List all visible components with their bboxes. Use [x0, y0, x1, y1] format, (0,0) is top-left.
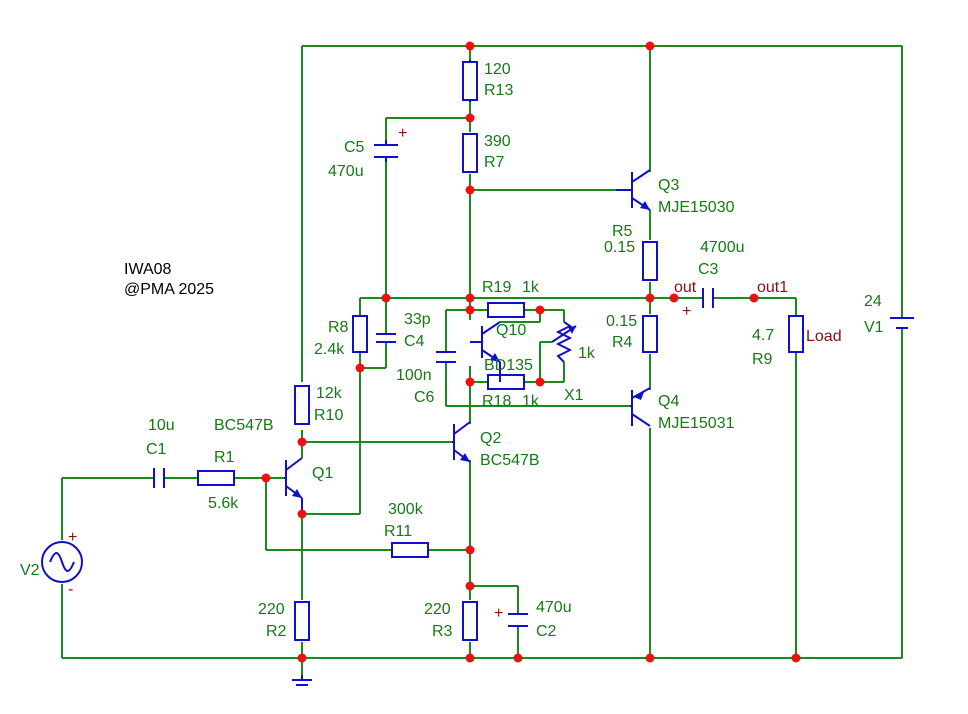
resistor-r9-load	[788, 315, 804, 353]
label-r4-name: R4	[612, 334, 633, 351]
label-r9-load: Load	[806, 328, 842, 345]
label-c5-name: C5	[344, 139, 365, 156]
potentiometer-x1	[551, 321, 577, 363]
net-label-out1: out1	[757, 279, 788, 296]
net-label-out: out	[674, 279, 697, 296]
label-q10-model: BD135	[484, 357, 533, 374]
transistor-q2	[452, 421, 471, 463]
resistor-r7	[462, 133, 478, 173]
transistor-q3	[616, 169, 651, 211]
resistor-r1	[197, 470, 235, 486]
ac-source-v2	[41, 541, 83, 583]
label-r2-name: R2	[266, 623, 287, 640]
label-r9-name: R9	[752, 351, 773, 368]
capacitor-c6	[436, 351, 456, 363]
capacitor-c1	[153, 468, 165, 488]
capacitor-c5	[374, 140, 398, 162]
label-q10-name: Q10	[496, 322, 526, 339]
label-c4-name: C4	[404, 333, 425, 350]
resistor-r13	[462, 61, 478, 101]
label-q4-model: MJE15031	[658, 415, 735, 432]
resistor-r10	[294, 385, 310, 425]
battery-v1	[890, 317, 914, 329]
label-r19-name: R19	[482, 279, 511, 296]
label-c2-name: C2	[536, 623, 557, 640]
label-v2-plus: +	[68, 529, 77, 546]
transistor-q10	[470, 321, 501, 382]
label-v1-name: V1	[864, 319, 884, 336]
label-c4-value: 33p	[404, 311, 431, 328]
capacitor-c4	[376, 333, 396, 343]
transistor-q4	[630, 387, 651, 427]
label-r18-name: R18	[482, 393, 511, 410]
label-c3-value: 4700u	[700, 239, 745, 256]
label-r1-name: R1	[214, 449, 235, 466]
label-r8-value: 2.4k	[314, 341, 345, 358]
label-r11-name: R11	[384, 523, 412, 540]
title-line-1: IWA08	[124, 261, 172, 278]
label-r1-value: 5.6k	[208, 495, 239, 512]
label-r8-name: R8	[328, 319, 349, 336]
label-r10-name: R10	[314, 407, 343, 424]
resistor-r3	[462, 601, 478, 641]
wires	[61, 45, 903, 675]
resistor-r19	[487, 302, 525, 318]
label-q1-name: Q1	[312, 465, 333, 482]
label-r7-name: R7	[484, 154, 505, 171]
ground-icon	[292, 675, 312, 686]
capacitor-c3	[702, 288, 714, 308]
resistor-r4	[642, 315, 658, 353]
label-c3-name: C3	[698, 261, 719, 278]
label-q3-name: Q3	[658, 177, 679, 194]
resistor-r11	[391, 542, 429, 558]
transistor-q1	[284, 457, 303, 514]
label-r9-value: 4.7	[752, 327, 774, 344]
title-line-2: @PMA 2025	[124, 281, 214, 298]
label-r5-value: 0.15	[604, 239, 635, 256]
label-r7-value: 390	[484, 133, 511, 150]
label-v1-value: 24	[864, 293, 882, 310]
label-q2-name: Q2	[480, 430, 501, 447]
label-q2-model: BC547B	[480, 452, 540, 469]
label-c2-polarity: +	[494, 605, 503, 622]
label-r19-value: 1k	[522, 279, 540, 296]
label-q3-model: MJE15030	[658, 199, 735, 216]
label-r13-name: R13	[484, 82, 513, 99]
label-v2-minus: -	[68, 581, 73, 598]
label-r10-value: 12k	[316, 385, 343, 402]
label-c1-name: C1	[146, 441, 167, 458]
label-c6-name: C6	[414, 389, 435, 406]
label-r11-value: 300k	[388, 501, 424, 518]
label-c5-polarity: +	[398, 125, 407, 142]
label-x1-name: X1	[564, 387, 584, 404]
label-c1-value: 10u	[148, 417, 175, 434]
label-r3-value: 220	[424, 601, 451, 618]
label-r3-name: R3	[432, 623, 453, 640]
label-x1-value: 1k	[578, 345, 596, 362]
resistor-r5	[642, 241, 658, 281]
capacitor-c2	[508, 613, 528, 627]
label-c3-polarity: +	[682, 303, 691, 320]
label-v2-name: V2	[20, 562, 40, 579]
label-r2-value: 220	[258, 601, 285, 618]
label-c2-value: 470u	[536, 599, 572, 616]
label-c6-value: 100n	[396, 367, 432, 384]
label-r5-name: R5	[612, 223, 633, 240]
label-c5-value: 470u	[328, 163, 364, 180]
label-r13-value: 120	[484, 61, 511, 78]
label-q4-name: Q4	[658, 393, 679, 410]
resistor-r8	[352, 315, 368, 353]
label-r4-value: 0.15	[606, 313, 637, 330]
label-q1-model: BC547B	[214, 417, 274, 434]
resistor-r18	[487, 374, 525, 390]
label-r18-value: 1k	[522, 393, 540, 410]
resistor-r2	[294, 601, 310, 641]
junctions	[261, 41, 801, 663]
